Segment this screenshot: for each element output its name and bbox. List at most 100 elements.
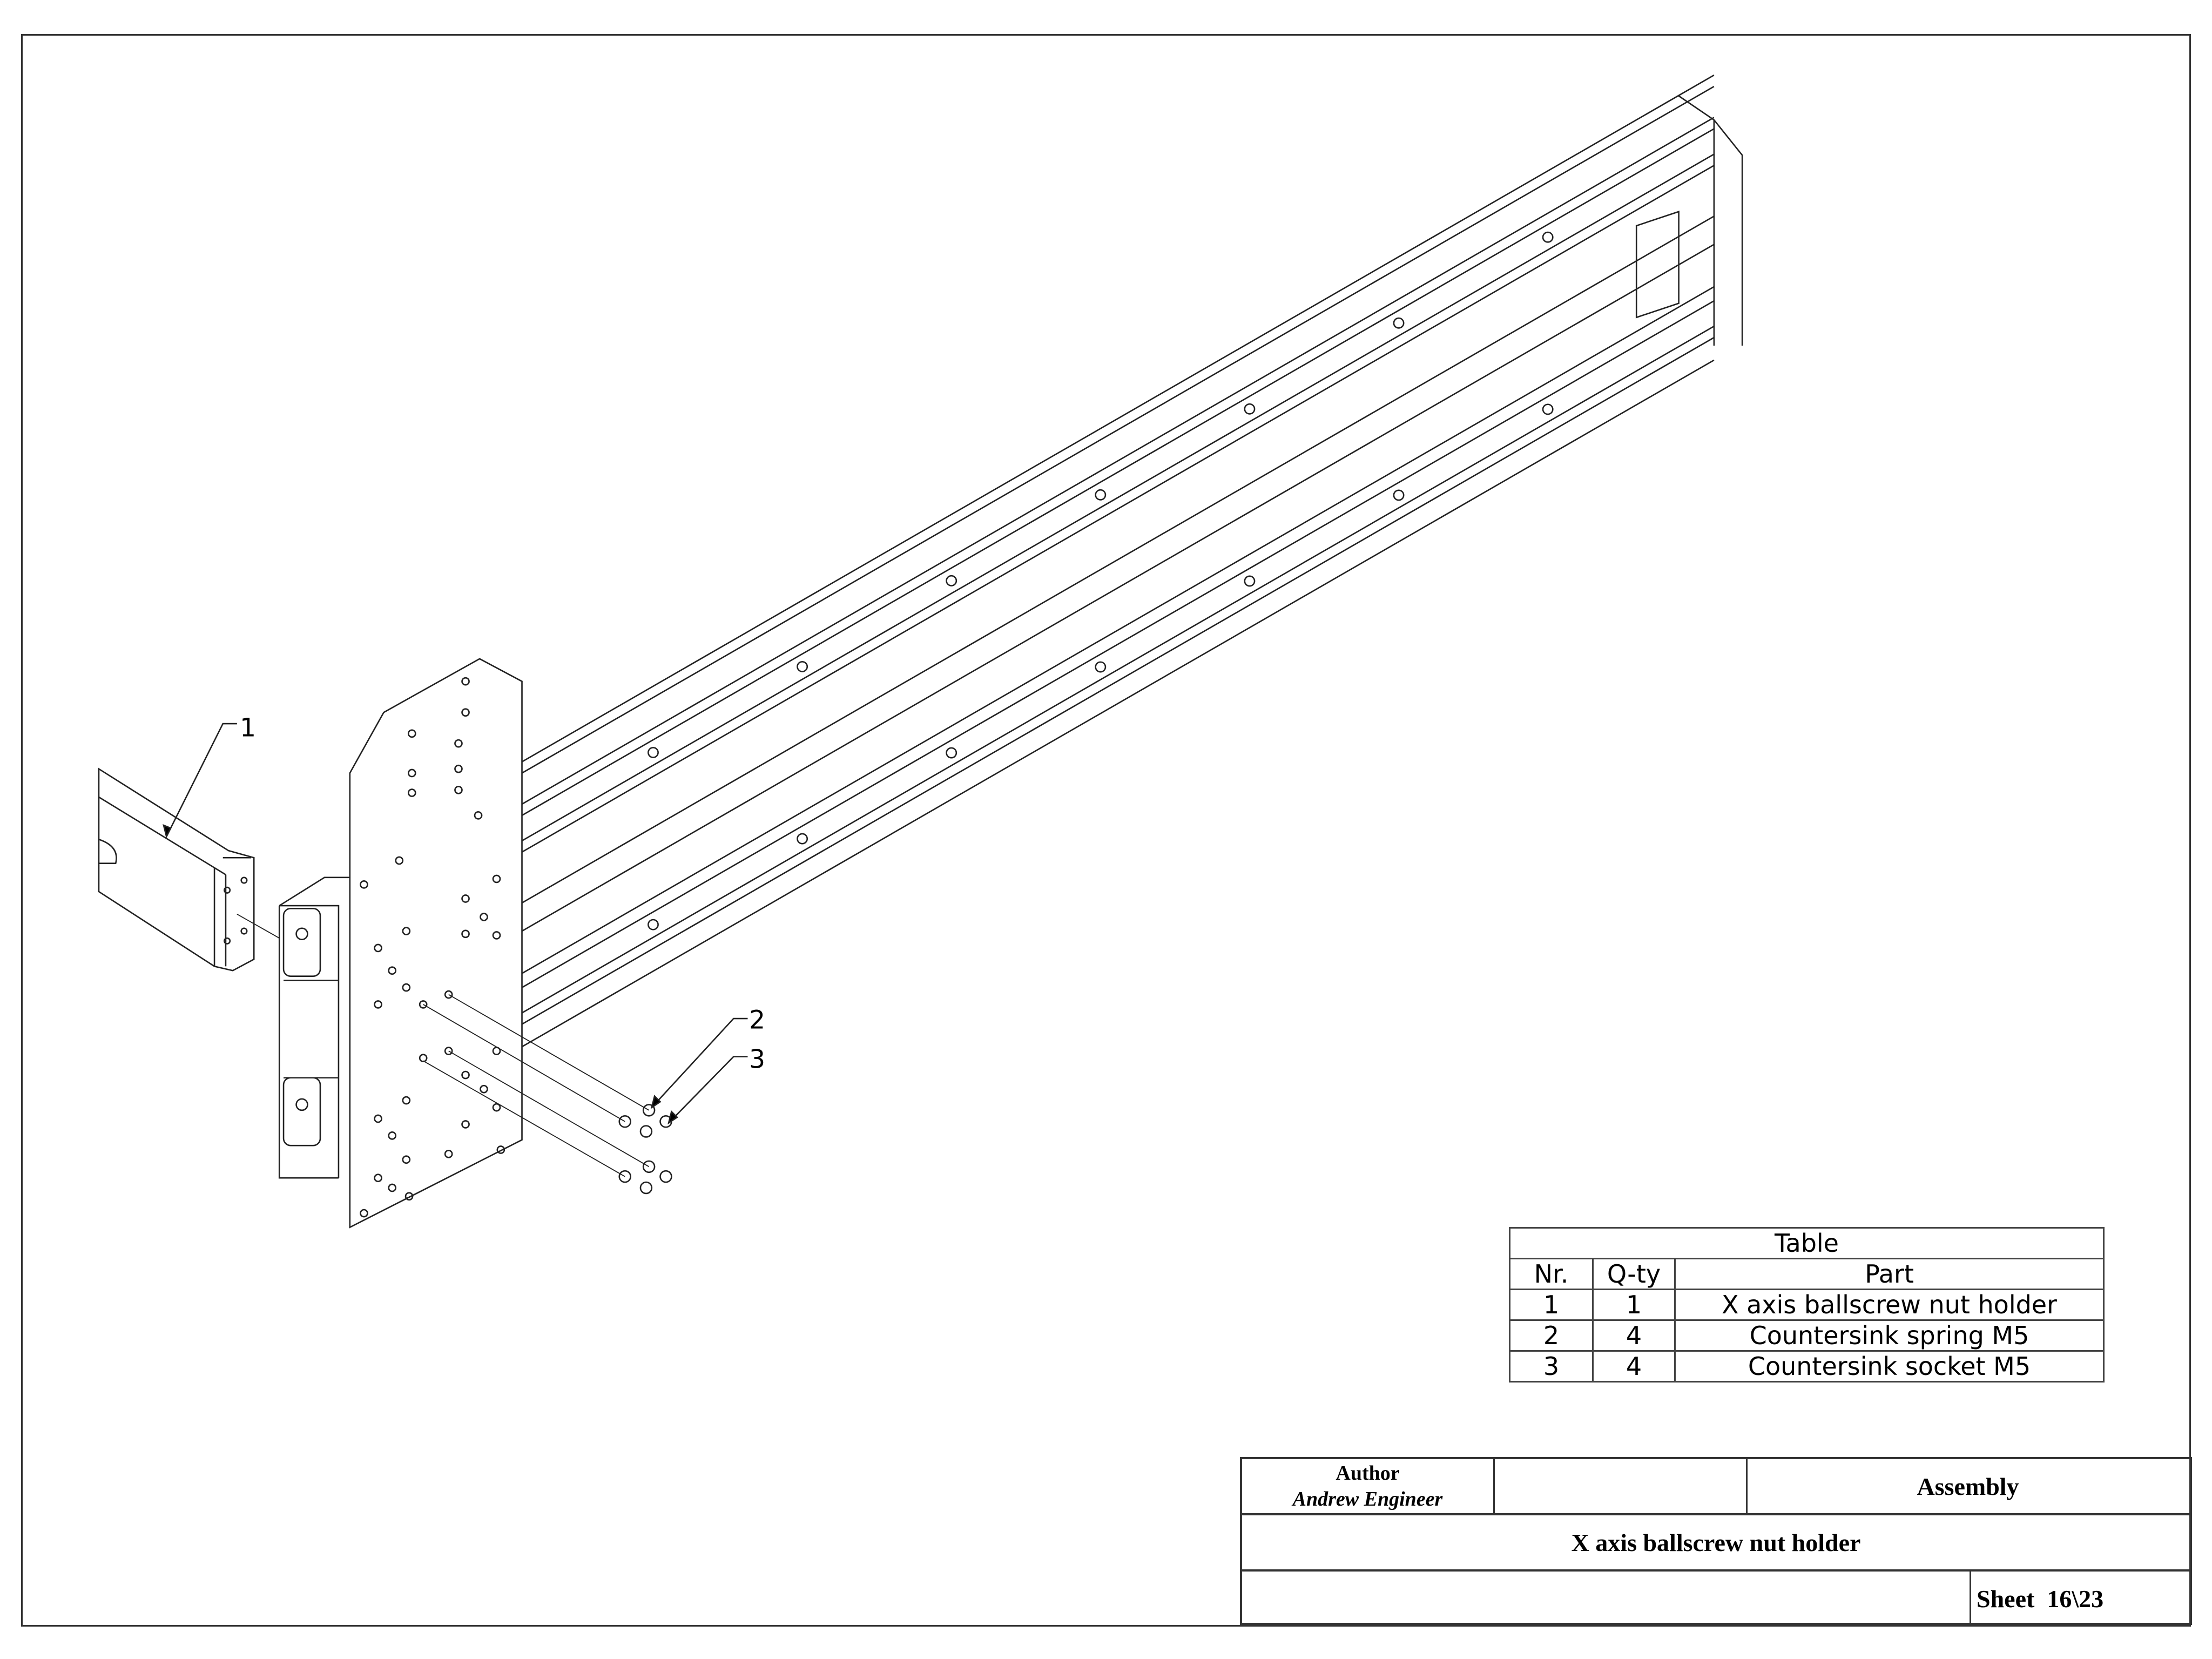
title-block: Author Andrew Engineer Assembly X axis b… — [1240, 1457, 2192, 1625]
bom-part: X axis ballscrew nut holder — [1674, 1289, 2105, 1321]
plate-hole — [419, 1054, 428, 1063]
screw-axis — [423, 1060, 625, 1177]
rail-screw-hole — [946, 575, 957, 586]
plate-hole — [374, 943, 382, 953]
plate-hole — [492, 1103, 501, 1112]
beam-edge — [521, 128, 1715, 817]
screw-axis — [423, 1004, 625, 1122]
plate-hole — [454, 786, 463, 794]
beam-edge — [521, 336, 1715, 1025]
plate-hole — [374, 1000, 382, 1009]
beam-edge — [521, 359, 1715, 1048]
drawing-type: Assembly — [1917, 1472, 2019, 1500]
rail-screw-hole — [1244, 575, 1256, 587]
plate-hole — [444, 990, 453, 999]
screw-axis — [448, 994, 650, 1111]
beam-edge — [521, 153, 1715, 842]
rail-screw-hole — [946, 747, 957, 759]
bom-header-qty: Q-ty — [1592, 1258, 1676, 1290]
rail-screw-hole — [1542, 403, 1554, 415]
plate-hole — [407, 788, 416, 797]
rail-screw-hole — [648, 747, 659, 758]
rail-screw-hole — [1095, 661, 1107, 673]
plate-hole — [480, 913, 488, 921]
plate-hole — [419, 1000, 428, 1009]
bom-nr: 2 — [1509, 1319, 1594, 1352]
countersink-socket-screw — [639, 1125, 653, 1138]
plate-hole — [395, 856, 404, 865]
divider — [1242, 1513, 2190, 1515]
beam-edge — [521, 117, 1715, 805]
bom-qty: 4 — [1592, 1350, 1676, 1382]
divider — [1242, 1569, 2190, 1572]
countersink-spring — [618, 1115, 631, 1128]
beam-edge — [521, 326, 1715, 1014]
plate-hole — [360, 880, 368, 889]
bom-title: Table — [1509, 1227, 2105, 1259]
countersink-spring — [642, 1160, 656, 1174]
plate-hole — [374, 1174, 382, 1183]
plate-hole — [402, 1096, 411, 1105]
bom-header-row: Nr. Q-ty Part — [1509, 1258, 2105, 1290]
beam-edge — [521, 85, 1715, 774]
divider — [1970, 1569, 1971, 1625]
plate-hole — [402, 983, 411, 992]
rail-screw-hole — [1393, 317, 1405, 329]
bom-nr: 1 — [1509, 1289, 1594, 1321]
rail-screw-hole — [1244, 403, 1256, 415]
plate-hole — [444, 1149, 453, 1158]
beam-edge — [521, 75, 1715, 763]
beam-edge — [521, 244, 1715, 932]
plate-hole — [461, 929, 470, 939]
plate-hole — [461, 1120, 470, 1129]
bom-qty: 4 — [1592, 1319, 1676, 1352]
beam-edge — [521, 286, 1715, 974]
bom-header-nr: Nr. — [1509, 1258, 1594, 1290]
rail-screw-hole — [797, 660, 808, 672]
plate-hole — [402, 927, 411, 935]
balloon-1: 1 — [240, 713, 256, 743]
bom-qty: 1 — [1592, 1289, 1676, 1321]
plate-hole — [480, 1084, 488, 1094]
rail-screw-hole — [1542, 231, 1554, 243]
drawing-title: X axis ballscrew nut holder — [1571, 1528, 1861, 1556]
rail-screw-hole — [648, 919, 659, 930]
plate-hole — [454, 739, 463, 748]
rail-screw-hole — [1393, 489, 1405, 501]
beam-edge — [521, 165, 1715, 853]
screws — [423, 994, 672, 1195]
plate-hole — [404, 1192, 414, 1201]
bom-part: Countersink spring M5 — [1674, 1319, 2105, 1352]
plate-hole — [461, 708, 470, 717]
plate-hole — [461, 677, 470, 686]
plate-hole — [360, 1209, 368, 1218]
plate-hole — [388, 966, 397, 975]
plate-hole — [496, 1145, 505, 1154]
countersink-spring — [618, 1170, 631, 1183]
countersink-socket-screw — [639, 1181, 653, 1195]
author-name: Andrew Engineer — [1292, 1488, 1443, 1510]
plate-hole — [402, 1155, 411, 1164]
plate-hole — [492, 931, 501, 940]
bom-header-part: Part — [1674, 1258, 2105, 1290]
plate-hole — [454, 764, 463, 773]
beam-edge — [521, 300, 1715, 988]
mounting-plate — [349, 658, 523, 1229]
plate-hole — [388, 1183, 397, 1192]
plate-holes — [360, 677, 505, 1218]
plate-hole — [492, 874, 501, 884]
part-1-nut-holder — [98, 767, 280, 972]
balloon-leaders — [163, 723, 748, 1125]
divider — [1493, 1459, 1495, 1513]
screw-axis — [448, 1050, 650, 1168]
beam-edge — [521, 215, 1715, 903]
countersink-socket-screw — [659, 1170, 672, 1183]
adapter-block — [278, 876, 350, 1179]
balloon-2: 2 — [749, 1005, 765, 1035]
author-cell: Author Andrew Engineer — [1242, 1459, 1493, 1513]
